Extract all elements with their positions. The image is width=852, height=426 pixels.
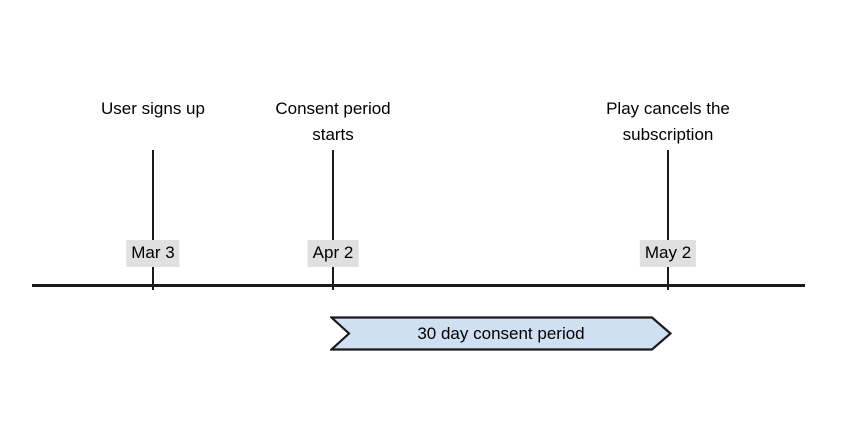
event-date-chip-play-cancels: May 2 bbox=[639, 240, 697, 267]
event-label-play-cancels: Play cancels the subscription bbox=[606, 99, 730, 144]
chevron-arrow-icon bbox=[330, 316, 672, 351]
consent-period-banner: 30 day consent period bbox=[330, 316, 672, 351]
event-tick-line bbox=[152, 150, 154, 290]
timeline-axis bbox=[32, 284, 805, 287]
event-label-signup: User signs up bbox=[101, 99, 205, 118]
event-date-chip-consent-start: Apr 2 bbox=[307, 240, 359, 267]
event-label-consent-start: Consent period starts bbox=[275, 99, 391, 144]
event-date-chip-signup: Mar 3 bbox=[126, 240, 180, 267]
event-tick-line bbox=[332, 150, 334, 290]
event-tick-line bbox=[667, 150, 669, 290]
